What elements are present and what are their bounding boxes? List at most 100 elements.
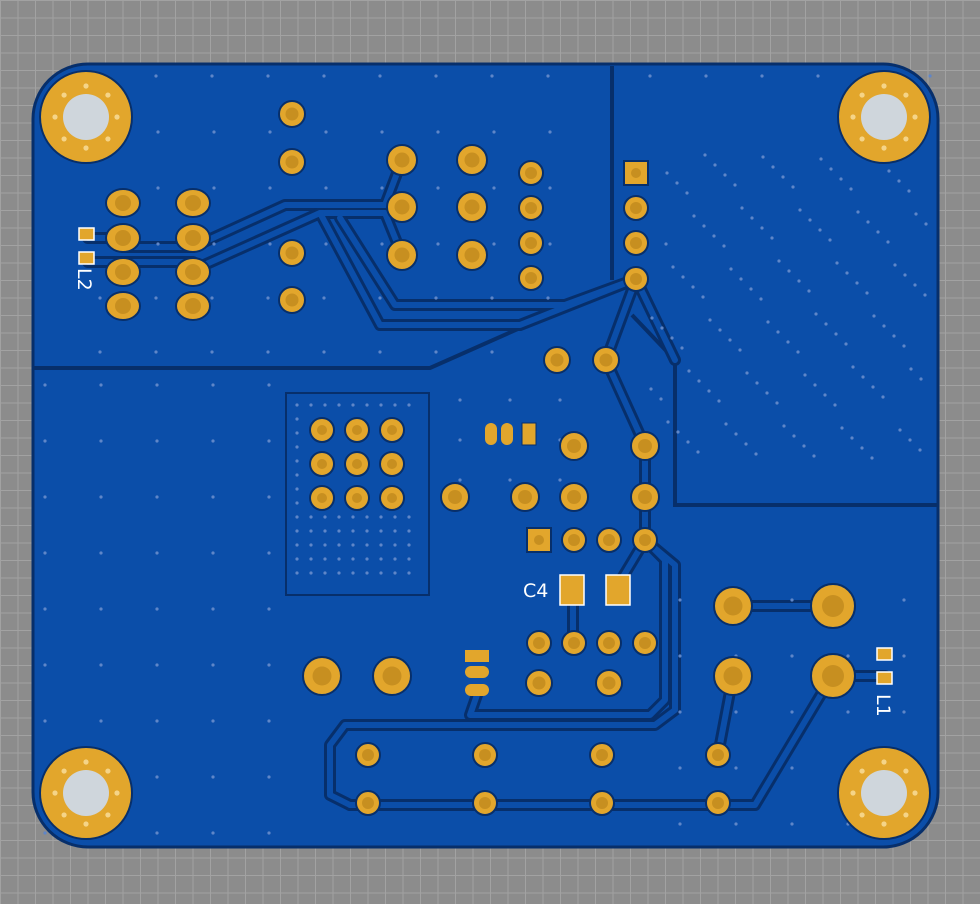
through-hole-pad[interactable] — [630, 482, 660, 512]
mounting-hole[interactable] — [39, 70, 133, 164]
through-hole-pad[interactable] — [632, 630, 658, 656]
through-hole-pad[interactable] — [595, 669, 623, 697]
through-hole-pad[interactable] — [175, 257, 211, 287]
through-hole-pad[interactable] — [456, 191, 488, 223]
matrix-pad[interactable] — [344, 417, 370, 443]
through-hole-pad[interactable] — [596, 630, 622, 656]
stitching-via — [849, 187, 853, 191]
q-pad-mid[interactable] — [501, 423, 513, 445]
through-hole-pad[interactable] — [472, 742, 498, 768]
stitching-via — [295, 445, 299, 449]
r-pad-top[interactable] — [465, 650, 489, 662]
stitching-via — [914, 212, 918, 216]
through-hole-pad[interactable] — [632, 527, 658, 553]
matrix-pad[interactable] — [309, 485, 335, 511]
through-hole-pad[interactable] — [713, 656, 753, 696]
through-hole-pad[interactable] — [713, 586, 753, 626]
stitching-via — [650, 316, 654, 320]
through-hole-pad[interactable] — [386, 144, 418, 176]
through-hole-pad[interactable] — [543, 346, 571, 374]
through-hole-pad[interactable] — [518, 195, 544, 221]
stitching-via — [687, 369, 691, 373]
through-hole-pad[interactable] — [589, 790, 615, 816]
through-hole-pad[interactable] — [355, 742, 381, 768]
c4-pad-2[interactable] — [605, 574, 631, 606]
square-pad[interactable] — [526, 527, 552, 553]
through-hole-pad[interactable] — [456, 144, 488, 176]
through-hole-pad[interactable] — [630, 431, 660, 461]
stitching-via — [323, 543, 327, 547]
through-hole-pad[interactable] — [810, 653, 856, 699]
through-hole-pad[interactable] — [526, 630, 552, 656]
through-hole-pad[interactable] — [518, 230, 544, 256]
through-hole-pad[interactable] — [456, 239, 488, 271]
through-hole-pad[interactable] — [596, 527, 622, 553]
through-hole-pad[interactable] — [561, 630, 587, 656]
through-hole-pad[interactable] — [278, 286, 306, 314]
through-hole-pad[interactable] — [623, 230, 649, 256]
through-hole-pad[interactable] — [592, 346, 620, 374]
matrix-pad[interactable] — [344, 485, 370, 511]
mounting-hole[interactable] — [837, 746, 931, 840]
square-pad[interactable] — [623, 160, 649, 186]
l1-pad-1[interactable] — [876, 647, 893, 661]
q-pad-right[interactable] — [521, 422, 537, 446]
through-hole-pad[interactable] — [278, 148, 306, 176]
l1-pad-2[interactable] — [876, 671, 893, 685]
matrix-pad[interactable] — [379, 417, 405, 443]
stitching-via — [98, 350, 102, 354]
matrix-pad[interactable] — [379, 485, 405, 511]
stitching-via — [295, 417, 299, 421]
through-hole-pad[interactable] — [623, 195, 649, 221]
through-hole-pad[interactable] — [386, 239, 418, 271]
through-hole-pad[interactable] — [705, 790, 731, 816]
through-hole-pad[interactable] — [559, 431, 589, 461]
stitching-via — [548, 186, 552, 190]
through-hole-pad[interactable] — [372, 656, 412, 696]
through-hole-pad[interactable] — [175, 223, 211, 253]
through-hole-pad[interactable] — [589, 742, 615, 768]
through-hole-pad[interactable] — [472, 790, 498, 816]
through-hole-pad[interactable] — [105, 291, 141, 321]
stitching-via — [712, 234, 716, 238]
through-hole-pad[interactable] — [510, 482, 540, 512]
c4-pad-1[interactable] — [559, 574, 585, 606]
through-hole-pad[interactable] — [440, 482, 470, 512]
matrix-pad[interactable] — [379, 451, 405, 477]
through-hole-pad[interactable] — [175, 291, 211, 321]
matrix-pad[interactable] — [344, 451, 370, 477]
mounting-hole[interactable] — [39, 746, 133, 840]
through-hole-pad[interactable] — [518, 160, 544, 186]
through-hole-pad[interactable] — [525, 669, 553, 697]
l2-pad-1[interactable] — [78, 227, 95, 241]
through-hole-pad[interactable] — [518, 265, 544, 291]
l2-pad-2[interactable] — [78, 251, 95, 265]
r-pad-mid[interactable] — [465, 666, 489, 678]
stitching-via — [792, 434, 796, 438]
stitching-via — [834, 332, 838, 336]
through-hole-pad[interactable] — [559, 482, 589, 512]
mounting-hole[interactable] — [837, 70, 931, 164]
stitching-via — [393, 543, 397, 547]
r-pad-bot[interactable] — [465, 684, 489, 696]
through-hole-pad[interactable] — [105, 257, 141, 287]
through-hole-pad[interactable] — [355, 790, 381, 816]
q-pad-left[interactable] — [485, 423, 497, 445]
stitching-via — [211, 439, 215, 443]
through-hole-pad[interactable] — [278, 239, 306, 267]
through-hole-pad[interactable] — [561, 527, 587, 553]
matrix-pad[interactable] — [309, 451, 335, 477]
through-hole-pad[interactable] — [386, 191, 418, 223]
through-hole-pad[interactable] — [105, 223, 141, 253]
through-hole-pad[interactable] — [105, 188, 141, 218]
stitching-via — [43, 607, 47, 611]
through-hole-pad[interactable] — [302, 656, 342, 696]
through-hole-pad[interactable] — [810, 583, 856, 629]
through-hole-pad[interactable] — [623, 266, 649, 292]
stitching-via — [846, 654, 850, 658]
through-hole-pad[interactable] — [278, 100, 306, 128]
through-hole-pad[interactable] — [175, 188, 211, 218]
through-hole-pad[interactable] — [705, 742, 731, 768]
matrix-pad[interactable] — [309, 417, 335, 443]
